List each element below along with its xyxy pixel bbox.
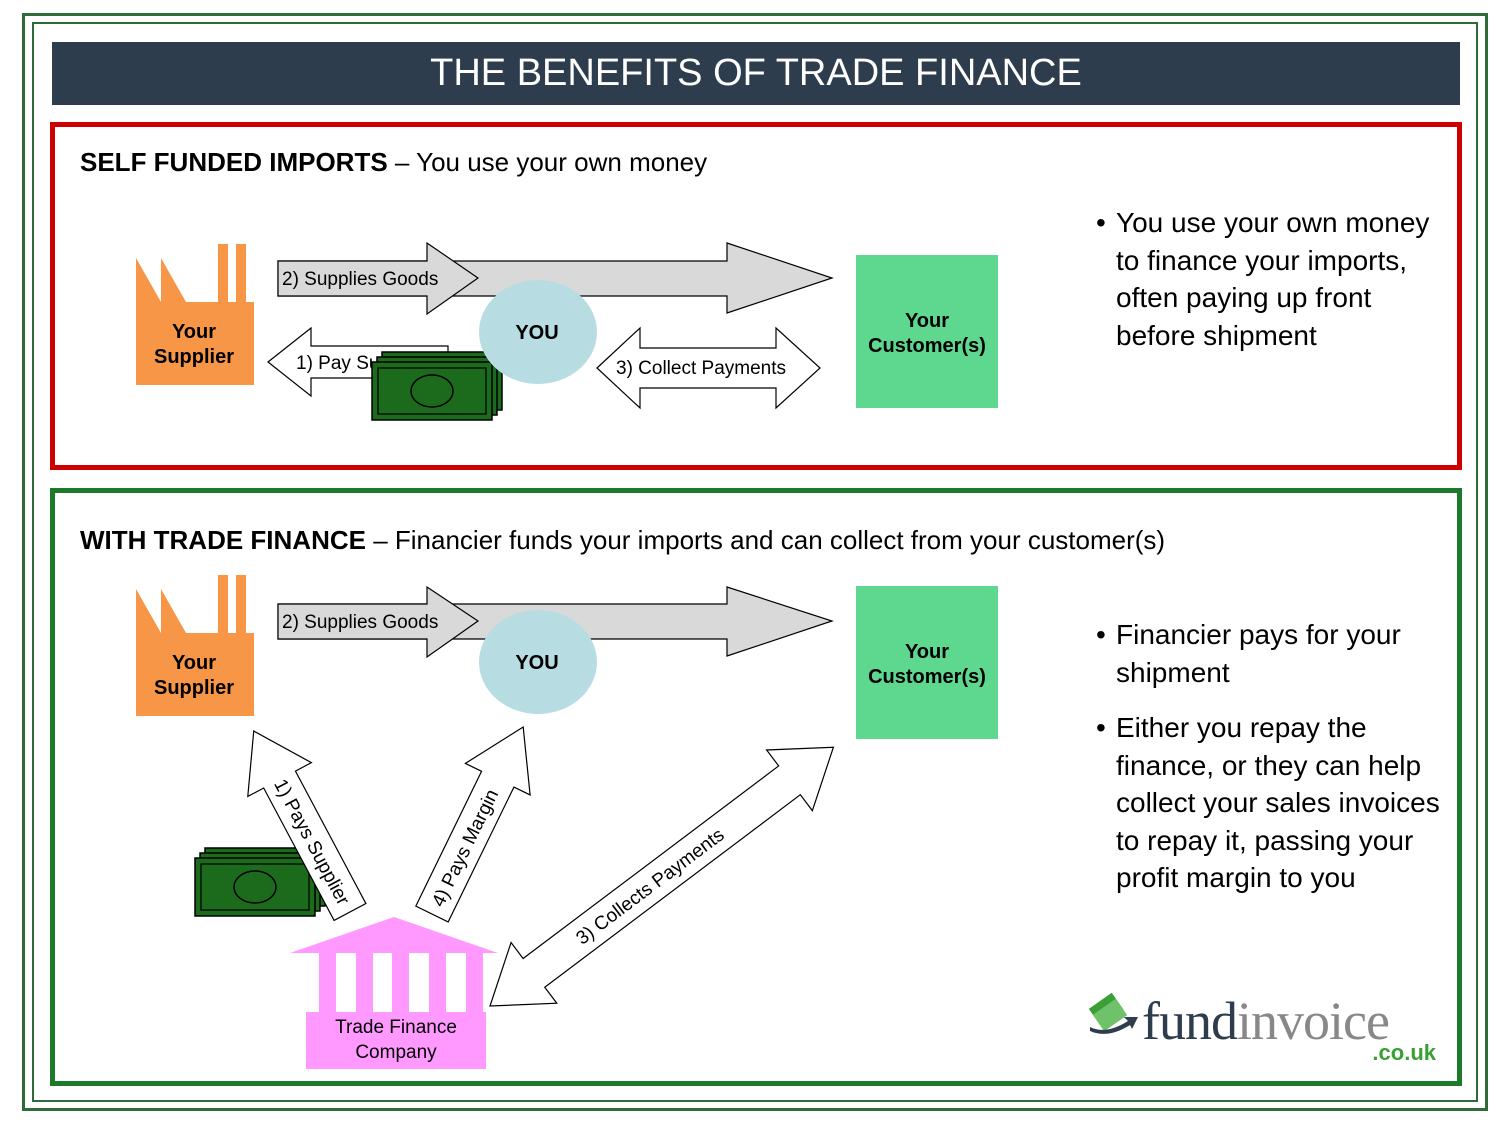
bank-icon <box>290 917 498 1069</box>
trade-finance-bullets: Financier pays for your shipment Either … <box>1096 616 1441 915</box>
bank-label-line2: Company <box>355 1042 437 1063</box>
supplies-goods-label-arrow-2 <box>277 585 480 659</box>
self-funded-heading-bold: SELF FUNDED IMPORTS <box>80 147 388 177</box>
customer-box-2 <box>856 586 998 739</box>
fundinvoice-logo: fundinvoice .co.uk <box>1084 990 1444 1070</box>
supplies-goods-label-arrow <box>277 241 480 316</box>
pays-margin-arrow: 4) Pays Margin <box>415 726 531 923</box>
trade-finance-heading-rest: – Financier funds your imports and can c… <box>365 525 1166 555</box>
trade-finance-panel <box>50 488 1462 1086</box>
collect-payments-arrow <box>596 326 821 410</box>
you-circle <box>479 280 597 384</box>
bullet-item: Either you repay the finance, or they ca… <box>1096 709 1441 897</box>
trade-finance-heading: WITH TRADE FINANCE – Financier funds you… <box>80 525 1165 556</box>
you-circle-2 <box>479 610 597 714</box>
supplier-label-line1-2: Your <box>172 652 216 674</box>
customer-box <box>856 255 998 408</box>
you-label-2: YOU <box>515 652 558 674</box>
bank-label-line1: Trade Finance <box>335 1017 457 1038</box>
money-arrow-icon <box>1088 992 1138 1034</box>
supplies-goods-label-2: 2) Supplies Goods <box>282 612 438 633</box>
inner-frame <box>32 22 1478 1102</box>
customer-label-line2-2: Customer(s) <box>868 666 986 688</box>
supplier-label-line2-2: Supplier <box>154 677 234 699</box>
logo-word-fund: fund <box>1142 991 1238 1051</box>
self-funded-heading-rest: – You use your own money <box>387 147 708 177</box>
trade-finance-heading-bold: WITH TRADE FINANCE <box>80 525 366 555</box>
bullet-item: Financier pays for your shipment <box>1096 616 1441 691</box>
supplier-label-line1: Your <box>172 321 216 343</box>
outer-frame <box>22 13 1488 1111</box>
self-funded-bullets: You use your own money to finance your i… <box>1096 204 1441 372</box>
money-icon <box>371 351 503 421</box>
supplier-factory-icon <box>136 244 254 385</box>
supplies-goods-label: 2) Supplies Goods <box>282 269 438 290</box>
logo-word-invoice: invoice <box>1236 991 1390 1051</box>
customer-label-line2: Customer(s) <box>868 335 986 357</box>
collects-payments-label: 3) Collects Payments <box>572 825 728 950</box>
collect-payments-label: 3) Collect Payments <box>616 358 786 379</box>
logo-wordmark: fundinvoice <box>1142 990 1390 1052</box>
logo-tld: .co.uk <box>1372 1040 1436 1065</box>
you-label: YOU <box>515 322 558 344</box>
bullet-item: You use your own money to finance your i… <box>1096 204 1441 354</box>
supplier-factory-icon-2 <box>136 575 254 716</box>
self-funded-panel <box>50 122 1462 470</box>
customer-label-line1: Your <box>905 310 949 332</box>
page-title: THE BENEFITS OF TRADE FINANCE <box>52 42 1460 105</box>
self-funded-heading: SELF FUNDED IMPORTS – You use your own m… <box>80 147 707 178</box>
customer-label-line1-2: Your <box>905 641 949 663</box>
supplier-label-line2: Supplier <box>154 346 234 368</box>
